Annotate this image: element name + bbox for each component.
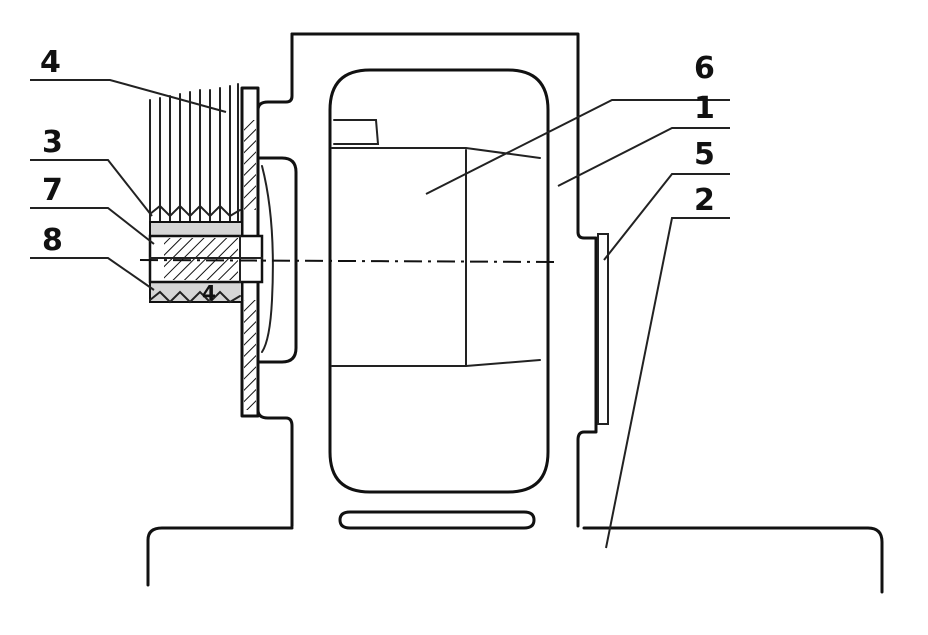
label-3: 3 [42,125,63,160]
left-plate [240,86,298,418]
rotor-window [328,68,550,494]
leader-lines [30,79,730,549]
hub-assembly [148,221,264,304]
label-1: 1 [694,91,715,126]
center-line [139,259,557,263]
label-4-inner: 4 [202,281,216,305]
housing-frame [256,32,598,528]
fin-stack [149,83,241,223]
label-5: 5 [694,137,715,172]
right-plate [597,233,609,425]
base-foundation [146,510,884,594]
label-7: 7 [42,173,63,208]
label-4: 4 [40,45,61,80]
label-2: 2 [694,183,715,218]
label-8: 8 [42,223,63,258]
label-6: 6 [694,51,715,86]
